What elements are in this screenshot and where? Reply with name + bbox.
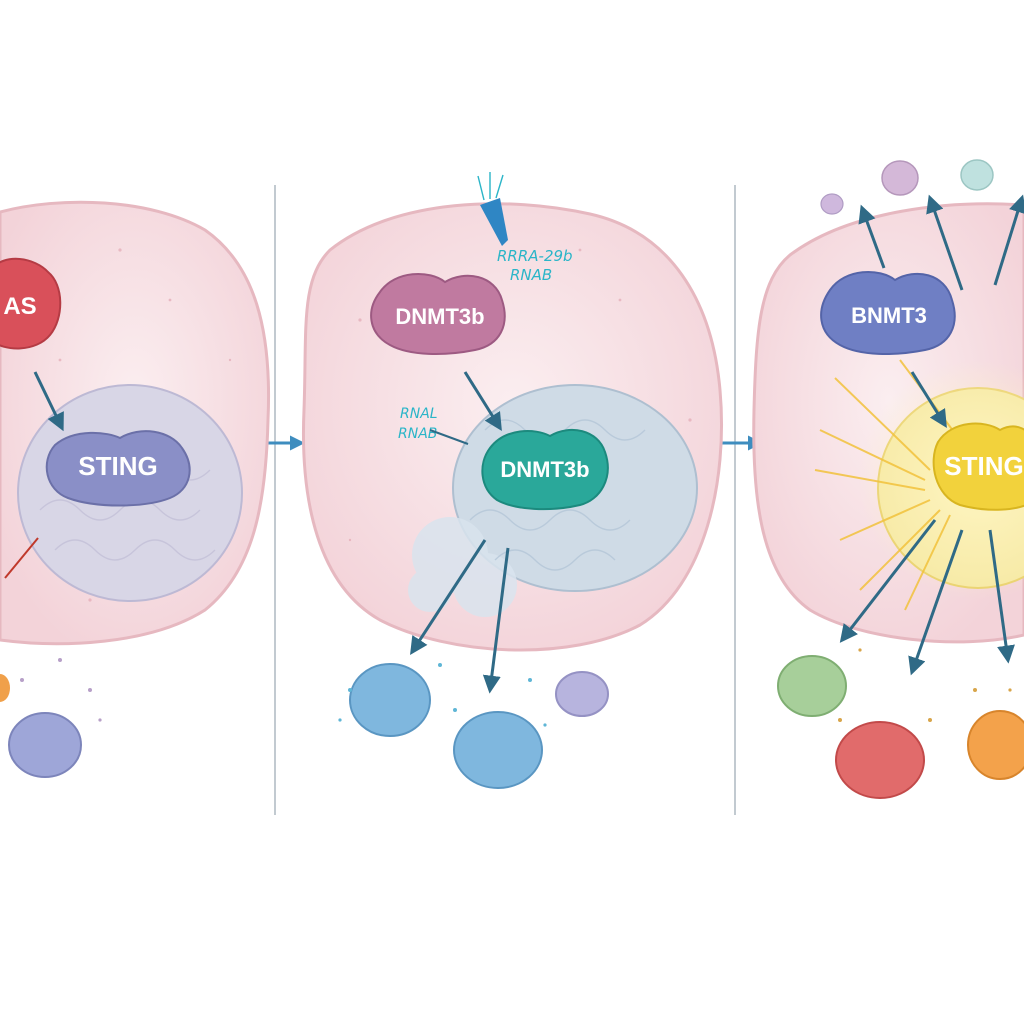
particle-teal-top [960, 159, 994, 191]
protein-label-nucleus: DNMT3b [500, 457, 589, 482]
release-arrow-left [839, 519, 937, 643]
particle-orange [967, 710, 1024, 780]
particle-green [777, 655, 847, 717]
protein-blob-nucleus [932, 422, 1024, 511]
protein-label-nucleus: STING [944, 451, 1023, 481]
particle-red [835, 721, 925, 799]
release-arrow-left [410, 539, 487, 656]
protein-blob-top [0, 257, 62, 350]
particle-purple [8, 712, 82, 778]
protein-label-top: DNMT3b [395, 304, 484, 329]
protein-blob-nucleus [45, 430, 191, 507]
rna-label-top-2: RNAB [510, 266, 552, 284]
released-particles [338, 663, 609, 789]
released-particles [0, 658, 102, 778]
protein-blob-top [820, 270, 956, 355]
protein-label-top: AS [3, 293, 36, 320]
particle-lavender [555, 671, 609, 717]
particle-lilac-small [820, 193, 844, 215]
panel-2: DNMT3b DNMT3b RRRA-29b RNAB RNAL RNAB [302, 172, 724, 789]
rna-label-top-1: RRRA-29b [497, 247, 573, 265]
release-arrow-middle [908, 529, 964, 676]
release-arrow [4, 537, 39, 579]
activation-arrow [33, 371, 64, 432]
particle-blue-right [453, 711, 543, 789]
activation-arrow [463, 371, 502, 432]
panel-3: BNMT3 STING [752, 159, 1024, 799]
rna-label-side-1: RNAL [400, 406, 438, 422]
released-particles [777, 159, 1024, 799]
release-arrow-right [482, 547, 510, 694]
particle-lilac-top [881, 160, 919, 196]
particle-blue-left [349, 663, 431, 737]
mirna-injector [480, 198, 508, 246]
protein-blob-nucleus [481, 428, 609, 511]
nucleus-cloud [408, 517, 517, 617]
signal-rays [814, 359, 961, 611]
rna-label-side-2: RNAB [398, 426, 437, 442]
release-arrow-right [988, 529, 1015, 664]
protein-label-nucleus: STING [78, 451, 157, 481]
protein-blob-top [370, 272, 506, 355]
activation-arrow [910, 371, 947, 429]
protein-label-top: BNMT3 [851, 303, 927, 328]
particle-orange [0, 674, 10, 702]
mirna-rays [477, 172, 504, 201]
secretion-arrow-up-left [858, 204, 886, 269]
secretion-arrow-up [926, 194, 964, 291]
panel-1: AS STING [0, 200, 271, 778]
rna-arrow [429, 429, 469, 445]
secretion-arrow-up-right [993, 194, 1024, 286]
